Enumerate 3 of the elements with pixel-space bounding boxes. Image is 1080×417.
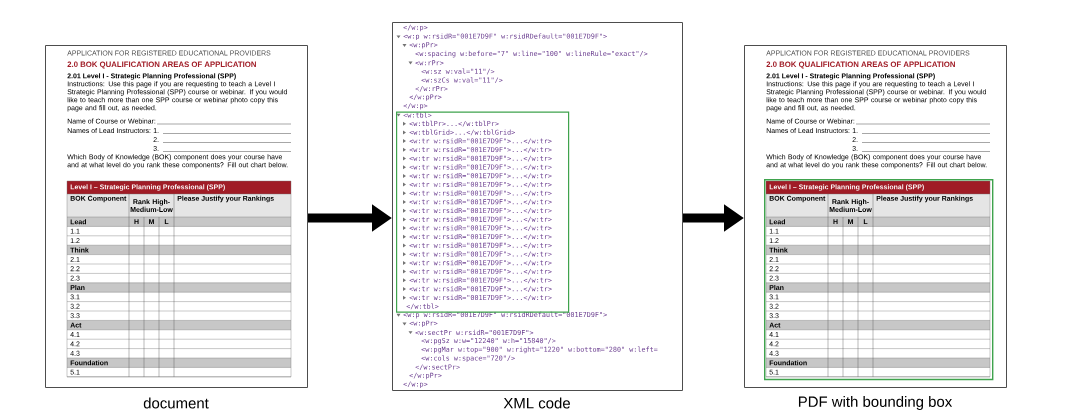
panel-label: PDF with bounding box (798, 396, 953, 410)
panel-label: document (143, 397, 209, 409)
panel-label: XML code (503, 397, 570, 409)
